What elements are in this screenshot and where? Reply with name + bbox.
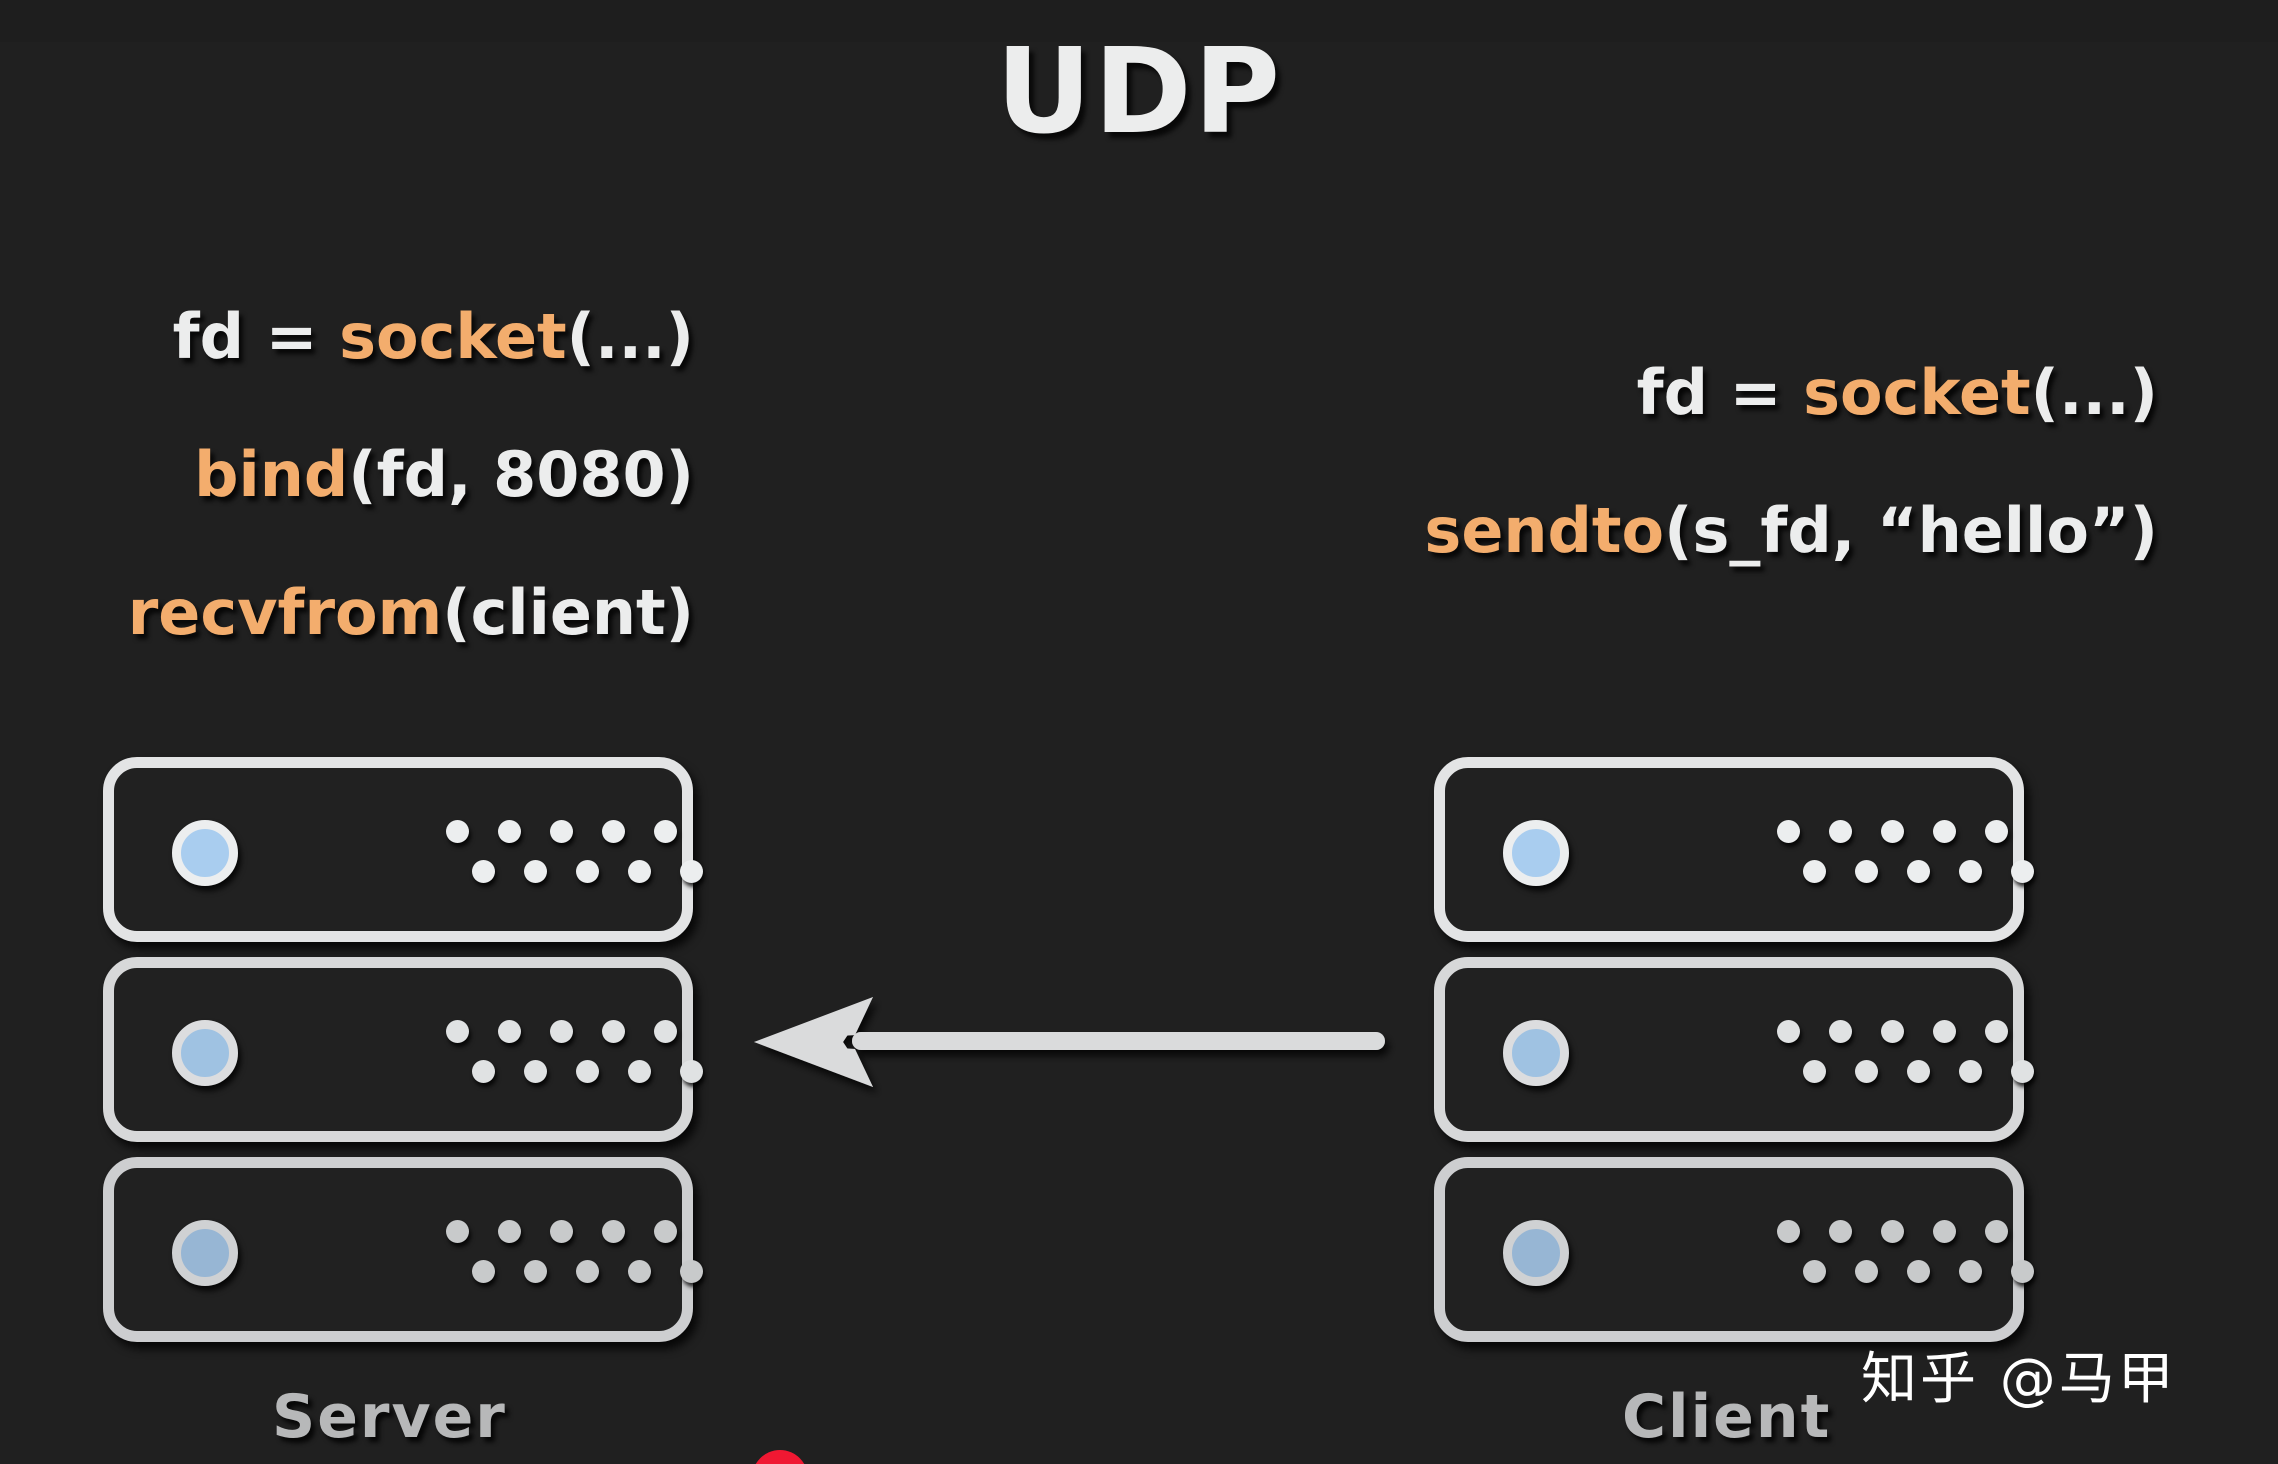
code-arguments: (fd, 8080): [348, 438, 694, 511]
client-rack: [1434, 757, 2034, 1342]
server-rack: [103, 757, 703, 1342]
vent-dots-icon: [1777, 1020, 2034, 1094]
client-rack-unit-3[interactable]: [1434, 1157, 2034, 1342]
top-band: [0, 0, 2278, 42]
code-prefix: fd =: [1636, 356, 1804, 429]
client-label: Client: [1622, 1382, 1832, 1452]
code-line-client-0: fd = socket(...): [1190, 324, 2158, 462]
status-led-icon: [172, 1220, 238, 1286]
server-code-block: fd = socket(...) bind(fd, 8080) recvfrom…: [0, 268, 760, 682]
vent-dots-icon: [1777, 1220, 2034, 1294]
code-arguments: (...): [2030, 356, 2158, 429]
data-flow-arrow-icon: [754, 997, 1385, 1087]
code-arguments: (...): [566, 300, 694, 373]
status-led-icon: [172, 1020, 238, 1086]
server-rack-unit-2[interactable]: [103, 957, 703, 1142]
vent-dots-icon: [446, 1020, 703, 1094]
server-rack-unit-1[interactable]: [103, 757, 703, 942]
code-line-server-1: bind(fd, 8080): [0, 406, 694, 544]
status-led-icon: [1503, 820, 1569, 886]
client-code-block: fd = socket(...) sendto(s_fd, “hello”): [1190, 324, 2278, 600]
status-led-icon: [172, 820, 238, 886]
server-rack-unit-3[interactable]: [103, 1157, 703, 1342]
code-function-name: sendto: [1424, 494, 1665, 567]
vent-dots-icon: [446, 820, 703, 894]
vent-dots-icon: [1777, 820, 2034, 894]
vent-dots-icon: [446, 1220, 703, 1294]
red-dot-decoration: [752, 1450, 808, 1464]
code-line-server-2: recvfrom(client): [0, 544, 694, 682]
client-rack-unit-1[interactable]: [1434, 757, 2034, 942]
client-rack-unit-2[interactable]: [1434, 957, 2034, 1142]
code-function-name: recvfrom: [127, 576, 443, 649]
code-function-name: socket: [1803, 356, 2031, 429]
code-line-client-1: sendto(s_fd, “hello”): [1190, 462, 2158, 600]
page-title: UDP: [995, 22, 1283, 160]
status-led-icon: [1503, 1020, 1569, 1086]
status-led-icon: [1503, 1220, 1569, 1286]
code-line-server-0: fd = socket(...): [0, 268, 694, 406]
code-function-name: socket: [339, 300, 567, 373]
code-prefix: fd =: [172, 300, 340, 373]
code-function-name: bind: [194, 438, 349, 511]
code-arguments: (client): [442, 576, 694, 649]
code-arguments: (s_fd, “hello”): [1664, 494, 2158, 567]
watermark: 知乎 @马甲: [1861, 1347, 2177, 1412]
server-label: Server: [272, 1382, 507, 1452]
